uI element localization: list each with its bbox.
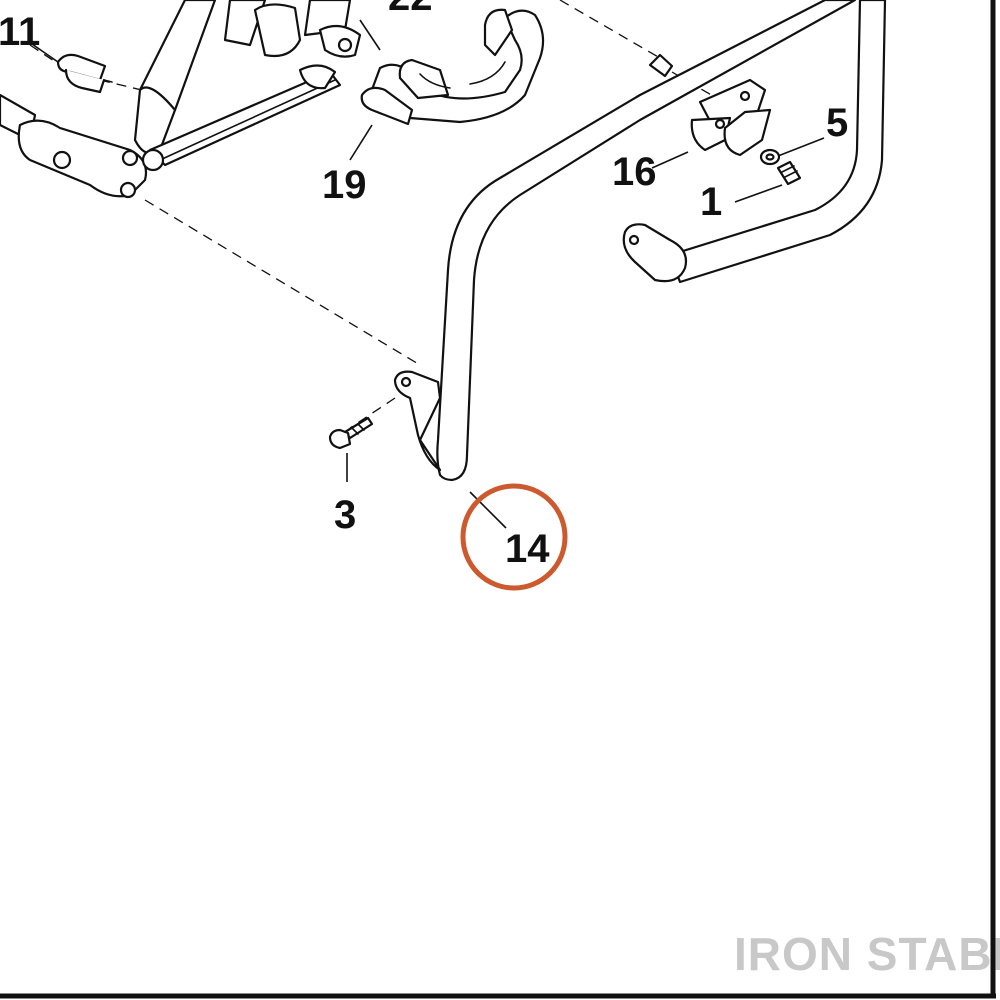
callout-3: 3 [334,493,356,537]
callout-16: 16 [612,150,657,194]
part-11-clamp [56,53,113,94]
callout-11: 11 [0,10,40,54]
part-16-bracket [648,53,772,157]
callout-14: 14 [505,527,550,571]
callout-1: 1 [700,180,722,224]
watermark-logo: IRON STABLE [734,928,1000,980]
callout-19: 19 [322,163,367,207]
leader-lines [31,19,825,529]
part-14-engine-guard [393,0,887,482]
part-3-bolt [328,416,374,450]
callout-22: 22 [388,0,433,19]
part-1-screw [776,160,802,186]
highlight-ring [460,483,568,591]
callout-5: 5 [826,101,848,145]
assembly-dash-lines [29,0,721,429]
callout-labels: 11 22 19 16 5 1 3 14 [0,0,848,571]
front-frame-assembly [0,0,362,199]
part-19-22-riser-clamp [360,8,545,126]
part-5-washer [759,148,781,166]
